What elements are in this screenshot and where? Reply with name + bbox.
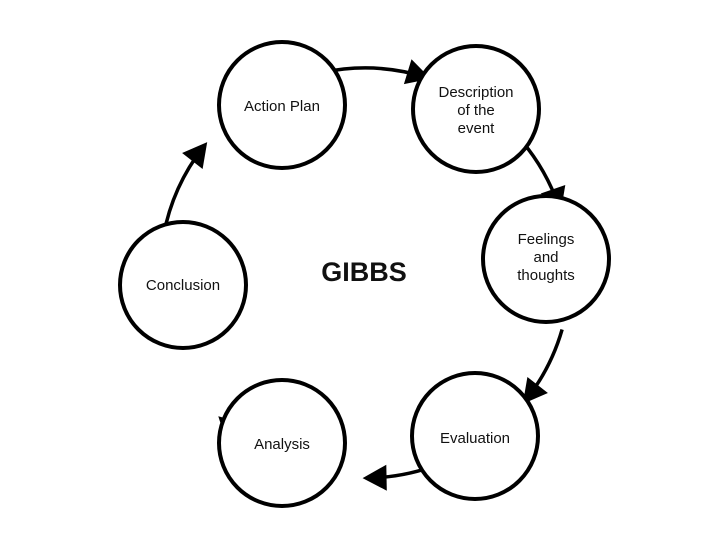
arrowhead-icon xyxy=(182,142,208,169)
stage-circle xyxy=(481,194,611,324)
stage-circle xyxy=(118,220,248,350)
stage-label: thoughts xyxy=(517,267,575,284)
stage-node-analysis: Analysis xyxy=(217,378,347,508)
stage-label: Feelings xyxy=(518,231,575,248)
arrowhead-icon xyxy=(362,464,387,491)
stage-circle xyxy=(411,44,541,174)
stage-circle xyxy=(217,40,347,170)
stage-label: Analysis xyxy=(254,436,310,453)
stage-circle xyxy=(410,371,540,501)
stage-label: Conclusion xyxy=(146,277,220,294)
arrowhead-icon xyxy=(522,377,548,404)
diagram-title: GIBBS xyxy=(321,257,407,287)
stage-label: event xyxy=(458,120,496,137)
stage-label: and xyxy=(533,249,558,266)
stage-node-evaluation: Evaluation xyxy=(410,371,540,501)
stage-label: Evaluation xyxy=(440,430,510,447)
stage-circle xyxy=(217,378,347,508)
stage-node-action-plan: Action Plan xyxy=(217,40,347,170)
stage-node-conclusion: Conclusion xyxy=(118,220,248,350)
stage-label: of the xyxy=(457,102,495,119)
stage-label: Description xyxy=(438,84,513,101)
stage-label: Action Plan xyxy=(244,98,320,115)
